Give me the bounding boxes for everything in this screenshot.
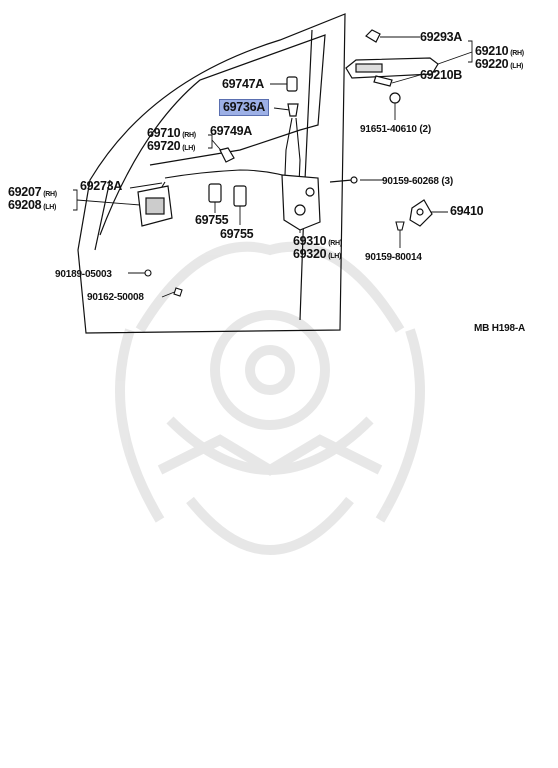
lock-cylinder-parts [219,76,299,163]
label-69310-number: 69310 [293,234,327,248]
label-69747A[interactable]: 69747A [222,77,264,91]
label-69210-side: (RH) [510,50,524,57]
label-69710-side: (RH) [182,132,196,139]
label-69736A-highlighted[interactable]: 69736A [219,99,269,116]
label-69293A[interactable]: 69293A [420,30,462,44]
label-91651-40610[interactable]: 91651-40610 (2) [360,124,431,135]
outside-handle-assembly [345,29,439,104]
label-69208-number: 69208 [8,198,42,212]
label-69207-number: 69207 [8,185,42,199]
label-69720-number: 69720 [147,139,181,153]
label-69720-side: (LH) [182,145,196,152]
striker-plate [409,199,433,227]
label-90189-05003[interactable]: 90189-05003 [55,269,112,280]
label-69320[interactable]: 69320(LH) [293,248,341,263]
label-69755-first[interactable]: 69755 [195,213,229,227]
label-69749A[interactable]: 69749A [210,124,252,138]
samurai-helmet-watermark-icon [115,241,425,555]
label-69208[interactable]: 69208(LH) [8,199,56,214]
label-69320-number: 69320 [293,247,327,261]
label-69710-number: 69710 [147,126,181,140]
label-69273A[interactable]: 69273A [80,179,122,193]
label-90159-60268[interactable]: 90159-60268 (3) [382,176,453,187]
label-69207-side: (RH) [43,191,57,198]
inside-handle-assembly [137,185,173,227]
label-69220-number: 69220 [475,57,509,71]
door-lock-assembly [281,174,358,231]
rod-clips [208,183,247,207]
label-69210B[interactable]: 69210B [420,68,462,82]
door-panel-outline [77,13,346,334]
label-69310-side: (RH) [328,240,342,247]
label-90162-50008[interactable]: 90162-50008 [87,292,144,303]
label-69207[interactable]: 69207(RH) [8,186,57,201]
label-69755-second[interactable]: 69755 [220,227,254,241]
label-69210-number: 69210 [475,44,509,58]
label-69310[interactable]: 69310(RH) [293,235,342,250]
label-69720[interactable]: 69720(LH) [147,140,195,155]
label-69210[interactable]: 69210(RH) [475,45,524,60]
screws [144,221,405,297]
label-69710[interactable]: 69710(RH) [147,127,196,142]
label-69220[interactable]: 69220(LH) [475,58,523,73]
diagram-code: MB H198-A [474,323,525,334]
label-69208-side: (LH) [43,204,57,211]
label-69320-side: (LH) [328,253,342,260]
label-69410[interactable]: 69410 [450,204,484,218]
label-69220-side: (LH) [510,63,524,70]
label-90159-80014[interactable]: 90159-80014 [365,252,422,263]
